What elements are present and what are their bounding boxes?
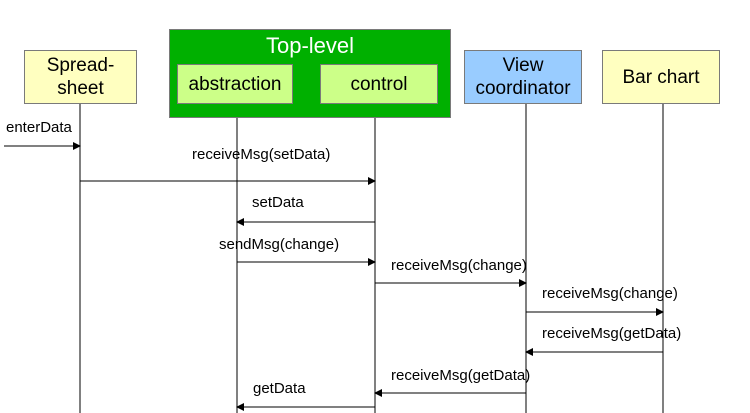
message-label: receiveMsg(change) (542, 285, 678, 302)
abstraction-label: abstraction (188, 73, 282, 95)
message-label: setData (252, 194, 304, 211)
message-arrows (4, 142, 664, 411)
message-label: sendMsg(change) (219, 236, 340, 253)
top-level-title: Top-level (265, 33, 355, 58)
lifelines (79, 104, 664, 413)
message-label: getData (253, 380, 306, 397)
abstraction-box: abstraction (177, 64, 293, 104)
bar-chart-label: Bar chart (622, 66, 700, 88)
message-label: receiveMsg(getData) (391, 367, 531, 384)
message-label: receiveMsg(getData) (542, 325, 682, 342)
control-label: control (350, 73, 408, 95)
message-label: enterData (6, 119, 72, 136)
bar-chart-box: Bar chart (602, 50, 720, 104)
spreadsheet-box: Spread- sheet (24, 50, 137, 104)
control-box: control (320, 64, 438, 104)
message-label: receiveMsg(change) (391, 257, 527, 274)
message-label: receiveMsg(setData) (192, 146, 331, 163)
spreadsheet-label: Spread- sheet (46, 55, 115, 99)
view-coordinator-label: View coordinator (475, 55, 571, 99)
view-coordinator-box: View coordinator (464, 50, 582, 104)
